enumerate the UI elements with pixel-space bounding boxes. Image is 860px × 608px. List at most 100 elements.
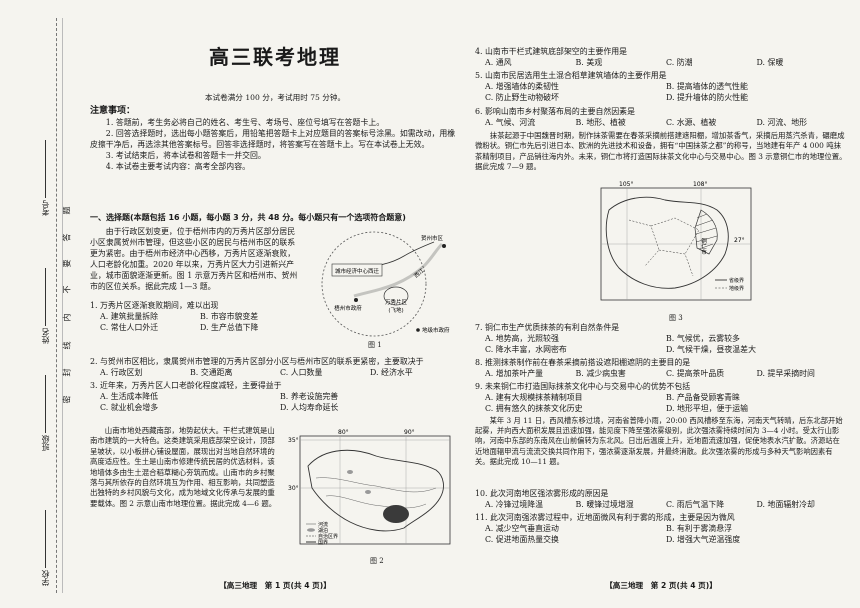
q9-option-c[interactable]: C. 拥有悠久的抹茶文化历史 <box>485 404 583 414</box>
q4-option-c[interactable]: C. 防潮 <box>666 58 693 68</box>
exam-no-field: 考号 <box>40 140 51 216</box>
fig2-river <box>325 495 427 509</box>
q4-option-a[interactable]: A. 通风 <box>485 58 512 68</box>
binding-char: 答 <box>62 233 72 242</box>
question-2: 2. 与贺州市区相比，隶属贺州市管理的万秀片区部分小区与梧州市区的联系更紧密，主… <box>90 356 460 378</box>
passage-text: 山南市地处西藏南部，地势起伏大。干栏式建筑是山南市建筑的一大特色。这类建筑采用底… <box>90 426 277 508</box>
fig3-legend-province: 省级界 <box>729 277 744 284</box>
school-label: 学校 <box>41 570 50 586</box>
notice-item: 3. 考试结束后，将本试卷和答题卡一并交回。 <box>105 151 266 161</box>
q1-option-b[interactable]: B. 市容市貌变差 <box>200 312 259 322</box>
q7-options: A. 地势高，光照较强 B. 气候优，云雾较多 C. 降水丰富，水网密布 D. … <box>475 333 847 355</box>
q2-option-d[interactable]: D. 经济水平 <box>370 368 413 378</box>
figure-2: 80° 90° 35° 30° 河流 湖泊 自治区界 国界 <box>288 429 451 546</box>
fig2-legend-lake-mark <box>307 528 315 532</box>
q8-option-c[interactable]: C. 提高茶叶品质 <box>666 369 725 379</box>
seal-line-inner <box>62 18 63 593</box>
notices: 注意事项： 1. 答题前，考生务必将自己的姓名、考生号、考场号、座位号填写在答题… <box>90 106 460 173</box>
fig2-tibet-boundary <box>307 449 444 532</box>
q6-option-a[interactable]: A. 气候、河流 <box>485 118 536 128</box>
fig1-label-hezhou: 贺州市区 <box>421 234 444 242</box>
seal-line <box>56 18 57 593</box>
q6-option-c[interactable]: C. 水源、植被 <box>666 118 717 128</box>
q3-option-a[interactable]: A. 生活成本降低 <box>100 392 159 402</box>
q1-option-c[interactable]: C. 常住人口外迁 <box>100 323 159 333</box>
q8-options: A. 增加茶叶产量 B. 减少病虫害 C. 提高茶叶品质 D. 提早采摘时间 <box>475 368 847 379</box>
q1-option-a[interactable]: A. 建筑批量拆除 <box>100 312 159 322</box>
question-3: 3. 近年来，万秀片区人口老龄化程度减轻，主要得益于 A. 生活成本降低 B. … <box>90 380 460 413</box>
binding-strip: 考号 姓名 班级 学校 题 答 要 不 内 线 封 密 <box>0 0 80 608</box>
name-label: 姓名 <box>41 328 50 344</box>
name-field: 姓名 <box>40 268 51 344</box>
figure-3: 105° 108° 27° 铜仁市 省级界 地级界 <box>600 181 752 301</box>
q11-option-d[interactable]: D. 增强大气逆温强度 <box>666 535 741 545</box>
q1-option-d[interactable]: D. 生产总值下降 <box>200 323 259 333</box>
q5-option-a[interactable]: A. 增强墙体的柔韧性 <box>485 82 559 92</box>
q7-option-a[interactable]: A. 地势高，光照较强 <box>485 334 559 344</box>
q2-option-a[interactable]: A. 行政区划 <box>100 368 143 378</box>
fig1-river <box>353 242 444 298</box>
q9-stem: 9. 未来铜仁市打造国际抹茶文化中心与交易中心的优势不包括 <box>475 382 691 391</box>
question-8: 8. 推测抹茶制作前在春茶采摘前搭设遮阳棚遮阴的主要目的是 A. 增加茶叶产量 … <box>475 357 847 379</box>
q10-option-b[interactable]: B. 暖锋过境增湿 <box>575 500 634 510</box>
exam-no-label: 考号 <box>41 200 50 216</box>
q3-option-d[interactable]: D. 人均寿命延长 <box>280 403 339 413</box>
fig2-legend-lake: 湖泊 <box>318 527 328 534</box>
fig1-boundary <box>321 231 427 337</box>
binding-char: 封 <box>62 368 72 377</box>
fig3-label-tongren: 铜仁市 <box>700 237 707 256</box>
binding-char: 线 <box>62 341 72 350</box>
class-field: 班级 <box>40 375 51 451</box>
q9-options: A. 建有大规模抹茶精制项目 B. 产品备受顾客青睐 C. 拥有悠久的抹茶文化历… <box>475 392 847 414</box>
q4-option-d[interactable]: D. 保暖 <box>756 58 784 68</box>
q10-option-a[interactable]: A. 冷锋过境降温 <box>485 500 544 510</box>
binding-char: 题 <box>62 206 72 215</box>
q1-stem: 1. 万秀片区逐渐衰败期间，难以出现 <box>90 301 219 310</box>
q9-option-b[interactable]: B. 产品备受顾客青睐 <box>666 393 740 403</box>
fig2-shannan-area <box>383 505 409 523</box>
fig3-prefecture-lines <box>628 217 700 277</box>
q11-option-c[interactable]: C. 促进地面热量交换 <box>485 535 559 545</box>
fig1-label-wanxiu: 万秀片区 <box>385 298 408 306</box>
q3-option-c[interactable]: C. 就业机会增多 <box>100 403 159 413</box>
question-9: 9. 未来铜仁市打造国际抹茶文化中心与交易中心的优势不包括 A. 建有大规模抹茶… <box>475 381 847 414</box>
figure-2-caption: 图 2 <box>370 557 384 565</box>
q4-option-b[interactable]: B. 美观 <box>575 58 603 68</box>
q4-stem: 4. 山南市干栏式建筑底部架空的主要作用是 <box>475 47 628 56</box>
q11-option-b[interactable]: B. 有利于雾滴悬浮 <box>666 524 733 534</box>
q2-options: A. 行政区划 B. 交通距离 C. 人口数量 D. 经济水平 <box>90 367 460 378</box>
fig1-wuzhou-dot <box>354 298 358 302</box>
q10-option-d[interactable]: D. 地面辐射冷却 <box>756 500 815 510</box>
q8-option-d[interactable]: D. 提早采摘时间 <box>756 369 815 379</box>
q7-option-c[interactable]: C. 降水丰富，水网密布 <box>485 345 567 355</box>
fig2-lake <box>365 490 371 494</box>
q5-option-d[interactable]: D. 提升墙体的防火性能 <box>666 93 749 103</box>
fig1-label-west: 城市经济中心西迁 <box>335 267 380 275</box>
score-line: 本试卷满分 100 分，考试用时 75 分钟。 <box>204 93 346 102</box>
q5-option-b[interactable]: B. 提高墙体的透气性能 <box>666 82 748 92</box>
question-5: 5. 山南市民居选用生土混合稻草建筑墙体的主要作用是 A. 增强墙体的柔韧性 B… <box>475 70 847 103</box>
q9-option-d[interactable]: D. 地形平坦，便于运输 <box>666 404 749 414</box>
q6-option-b[interactable]: B. 地形、植被 <box>575 118 626 128</box>
fig1-label-river: 西江 <box>413 267 426 280</box>
q11-option-a[interactable]: A. 减少空气垂直运动 <box>485 524 559 534</box>
q8-option-b[interactable]: B. 减少病虫害 <box>575 369 626 379</box>
q2-option-b[interactable]: B. 交通距离 <box>190 368 233 378</box>
q5-option-c[interactable]: C. 防止野生动物破坏 <box>485 93 559 103</box>
notice-title: 注意事项： <box>90 106 136 116</box>
q7-option-d[interactable]: D. 气候干燥，昼夜温差大 <box>666 345 756 355</box>
q2-option-c[interactable]: C. 人口数量 <box>280 368 323 378</box>
q3-option-b[interactable]: B. 养老设施完善 <box>280 392 339 402</box>
q8-option-a[interactable]: A. 增加茶叶产量 <box>485 369 544 379</box>
page-1-footer: 【高三地理 第 1 页(共 4 页)】 <box>219 581 331 590</box>
fig1-legend-dot <box>416 328 420 332</box>
q6-option-d[interactable]: D. 河流、地形 <box>756 118 808 128</box>
q4-options: A. 通风 B. 美观 C. 防潮 D. 保暖 <box>475 57 847 68</box>
q10-option-c[interactable]: C. 雨后气温下降 <box>666 500 725 510</box>
q7-option-b[interactable]: B. 气候优，云雾较多 <box>666 334 740 344</box>
q9-option-a[interactable]: A. 建有大规模抹茶精制项目 <box>485 393 583 403</box>
notice-item: 1. 答题前，考生务必将自己的姓名、考生号、考场号、座位号填写在答题卡上。 <box>105 118 385 128</box>
page-1: 高三联考地理 本试卷满分 100 分，考试用时 75 分钟。 注意事项： 1. … <box>90 0 460 608</box>
fig3-lat-27: 27° <box>734 237 745 244</box>
fig2-lat-35: 35° <box>288 437 299 444</box>
